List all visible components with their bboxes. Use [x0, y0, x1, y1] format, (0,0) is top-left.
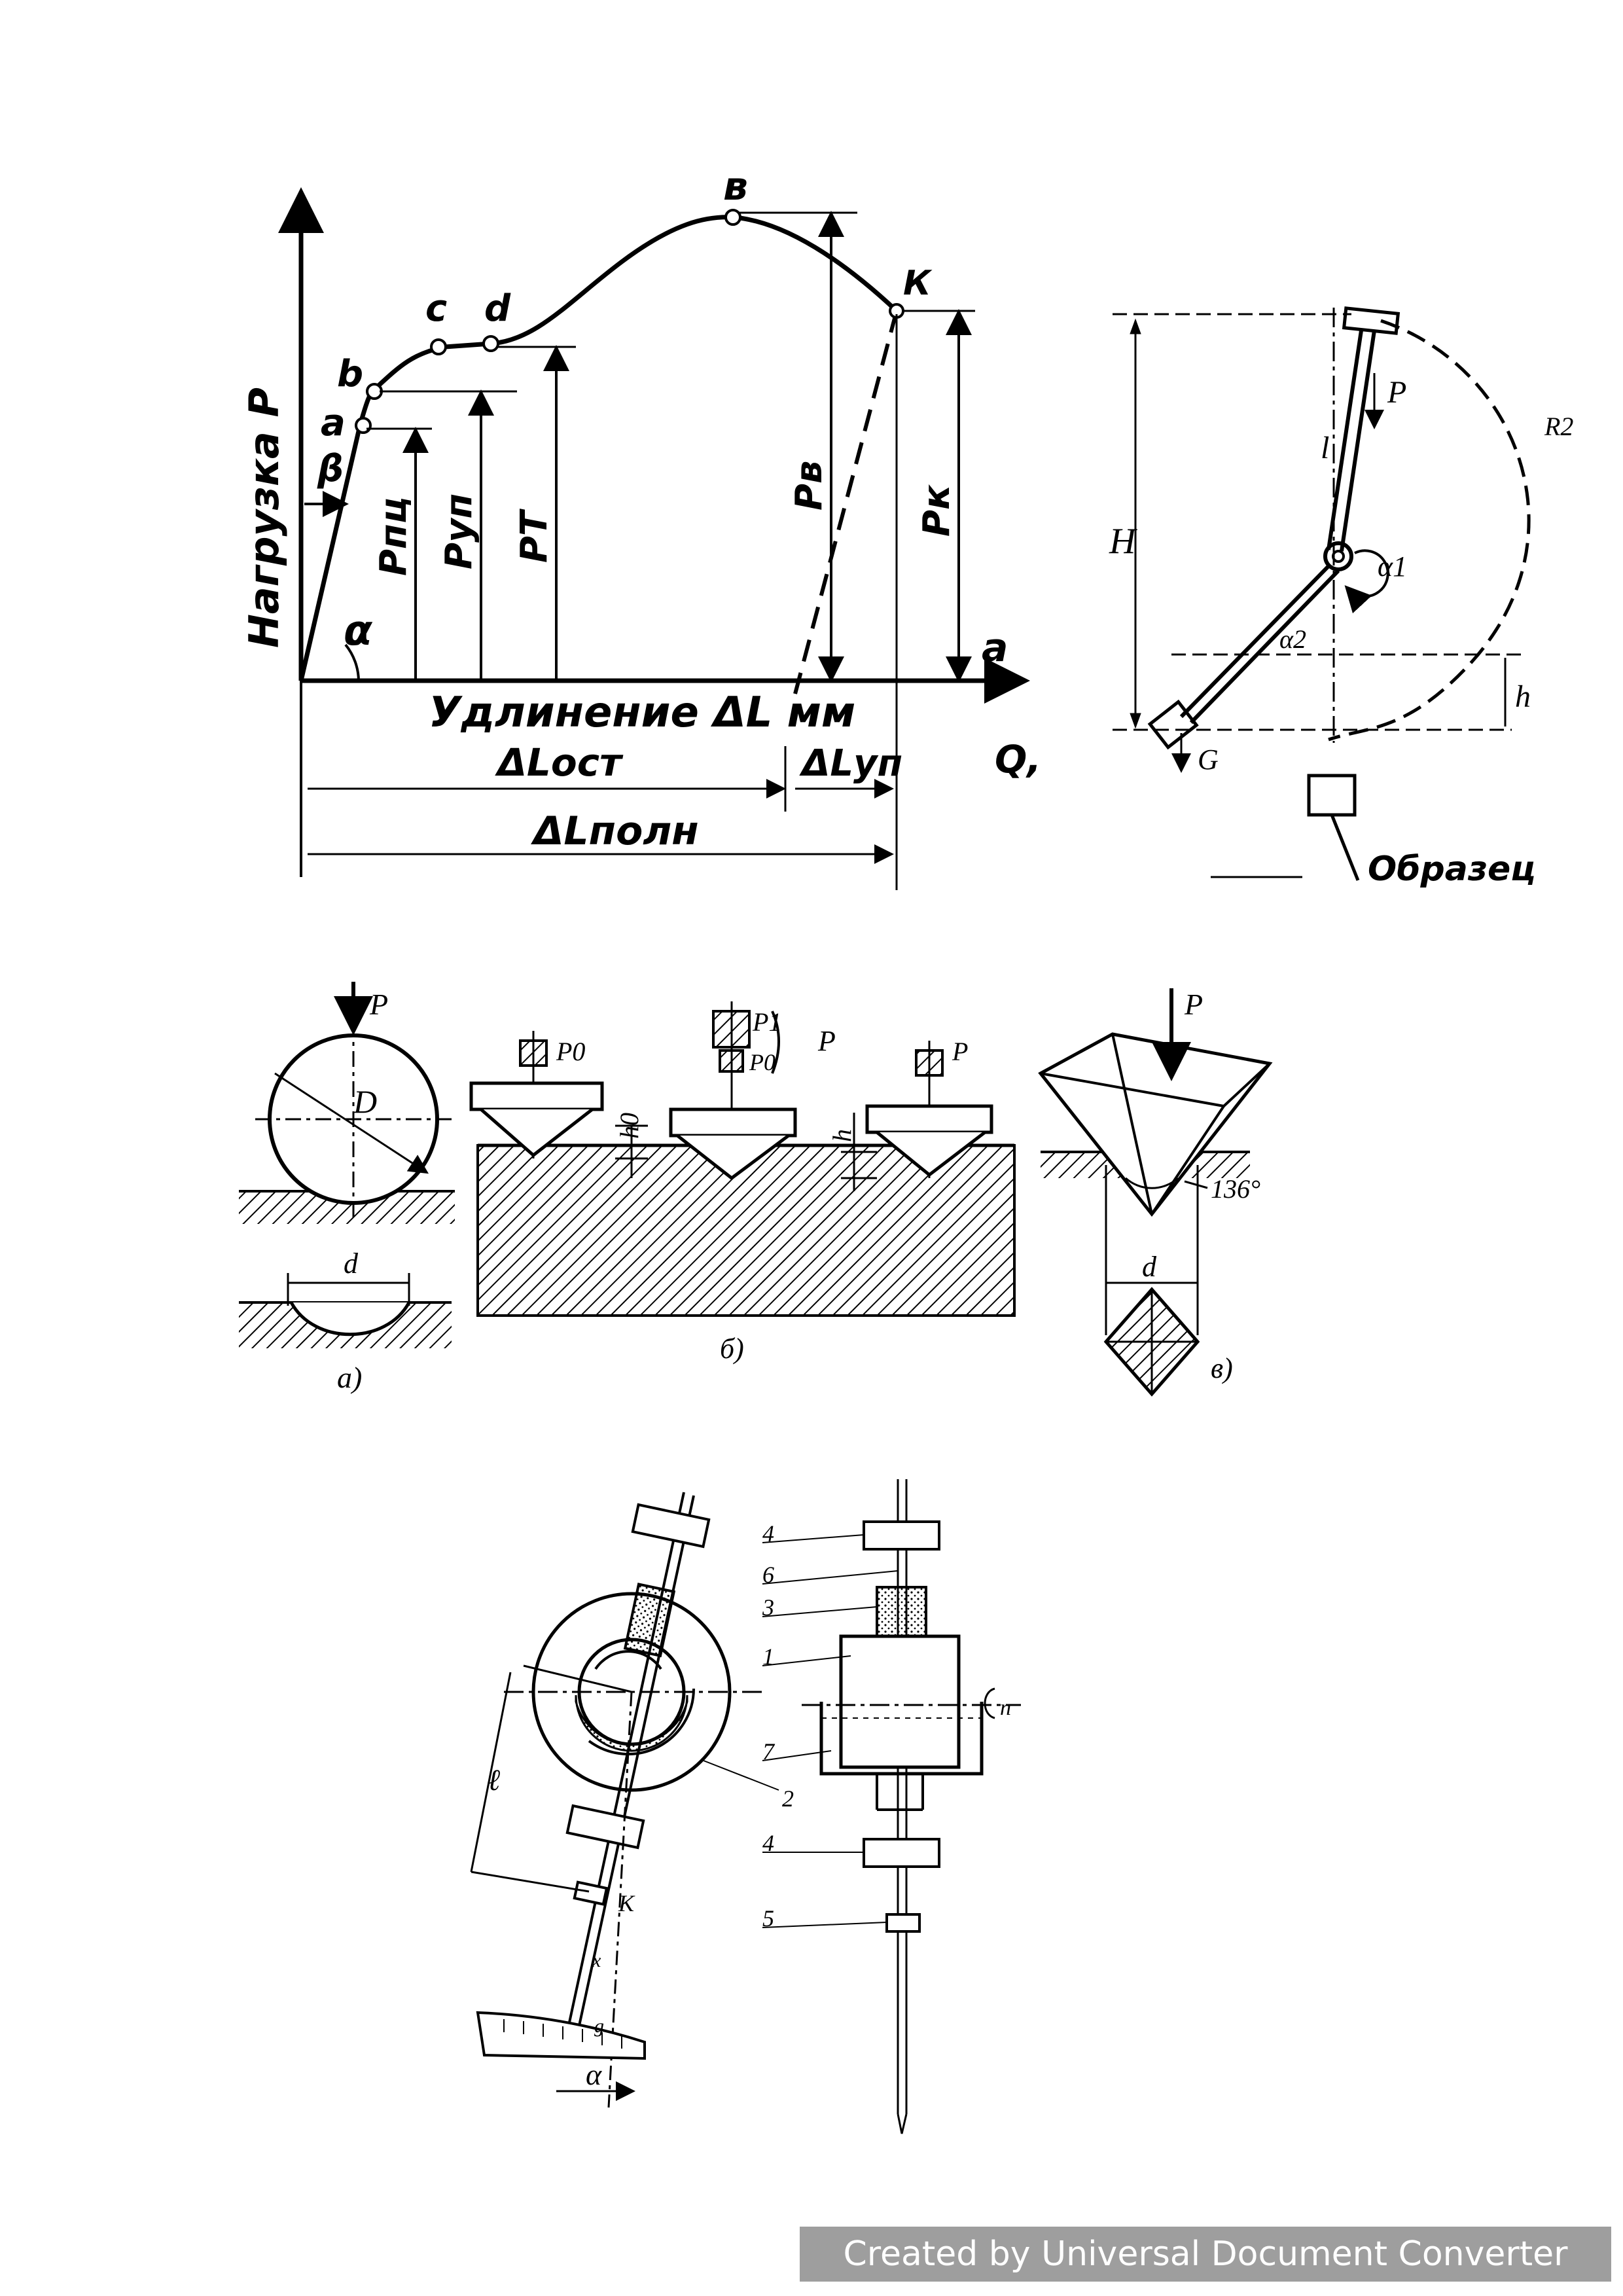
label-alpha: α	[344, 607, 373, 655]
label-alpha2: α2	[1279, 624, 1306, 654]
label-P-pendulum: P	[1387, 375, 1406, 410]
point-v	[724, 209, 741, 226]
label-edge-q: Q,	[995, 737, 1041, 781]
label-h0: h0	[615, 1113, 644, 1139]
label-point-c: c	[425, 287, 447, 330]
specimen-block	[476, 1144, 1016, 1317]
label-p-v: Pв	[788, 461, 830, 511]
caption-v: в)	[1211, 1352, 1233, 1384]
specimen	[1307, 774, 1357, 817]
outer-ring	[531, 1592, 732, 1792]
label-P-brinell: P	[369, 988, 388, 1021]
angle-scale	[476, 2011, 646, 2060]
label-point-v: в	[723, 164, 748, 209]
part-label-2: 2	[782, 1785, 794, 1812]
label-dl-full: ΔLполн	[531, 808, 699, 854]
label-x: x	[592, 1950, 601, 1971]
main-block	[839, 1634, 961, 1769]
pivot	[1323, 541, 1353, 571]
label-p-k: Pк	[916, 484, 958, 537]
part-label-5: 5	[762, 1905, 774, 1931]
label-P0-2: P0	[749, 1049, 776, 1075]
bath	[819, 1702, 984, 1776]
label-point-k: К	[903, 264, 933, 303]
label-P0-1: P0	[556, 1037, 585, 1066]
label-edge-a: a	[982, 625, 1008, 671]
pendulum-diagram	[1113, 306, 1531, 881]
label-P1: P1	[752, 1007, 781, 1037]
label-specimen: Образец	[1368, 850, 1536, 889]
point-c	[430, 338, 447, 355]
rockwell-test	[469, 1001, 1016, 1317]
label-p-up: Pуп	[438, 493, 480, 569]
y-axis-label: Нагрузка P	[240, 387, 288, 648]
label-P-vickers: P	[1184, 988, 1203, 1021]
part-label-4a: 4	[762, 1520, 774, 1547]
label-alpha1: α1	[1378, 550, 1407, 583]
label-h: h	[827, 1129, 857, 1142]
label-l: l	[1321, 431, 1329, 465]
label-dl-residual: ΔLост	[495, 740, 624, 785]
label-G: G	[1198, 744, 1219, 776]
x-axis-label: Удлинение ΔL мм	[429, 689, 855, 737]
brinell-test	[239, 982, 455, 1348]
load-curve	[298, 215, 899, 681]
point-d	[482, 335, 499, 352]
swing-arc	[1328, 319, 1531, 742]
label-n: n	[1000, 1696, 1011, 1720]
label-d-brinell: d	[344, 1247, 359, 1280]
part-label-7: 7	[762, 1738, 776, 1765]
caption-b: б)	[720, 1333, 744, 1365]
label-D: D	[353, 1083, 377, 1120]
label-point-a: a	[321, 402, 346, 444]
label-point-d: d	[484, 287, 511, 330]
label-K: K	[618, 1890, 635, 1916]
label-R: R2	[1544, 412, 1573, 441]
label-H: H	[1109, 521, 1137, 562]
part-label-1: 1	[762, 1643, 774, 1670]
caption-a: а)	[337, 1361, 362, 1394]
label-alpha-friction: α	[586, 2058, 602, 2091]
friction-device	[470, 1479, 1021, 2134]
part-label-6: 6	[762, 1562, 774, 1588]
label-d-vickers: d	[1142, 1251, 1157, 1283]
watermark-banner: Created by Universal Document Converter	[800, 2227, 1611, 2282]
label-g: g	[594, 2015, 604, 2037]
label-p-pc: Pпц	[372, 497, 415, 576]
label-h: h	[1515, 679, 1531, 714]
label-p-t: PT	[513, 509, 556, 563]
part-label-4b: 4	[762, 1830, 774, 1856]
label-beta: β	[317, 448, 344, 490]
point-a	[355, 417, 372, 434]
label-l-friction: ℓ	[488, 1763, 501, 1797]
label-point-b: b	[337, 353, 363, 395]
tensile-diagram	[278, 187, 1030, 890]
label-dl-elastic: ΔLуп	[799, 742, 902, 785]
label-angle-136: 136°	[1211, 1174, 1260, 1204]
vickers-test	[1038, 988, 1273, 1397]
label-P-rockwell: P	[817, 1025, 836, 1057]
part-label-3: 3	[762, 1594, 774, 1621]
label-P-rockwell-3: P	[952, 1037, 968, 1066]
point-b	[366, 383, 383, 400]
